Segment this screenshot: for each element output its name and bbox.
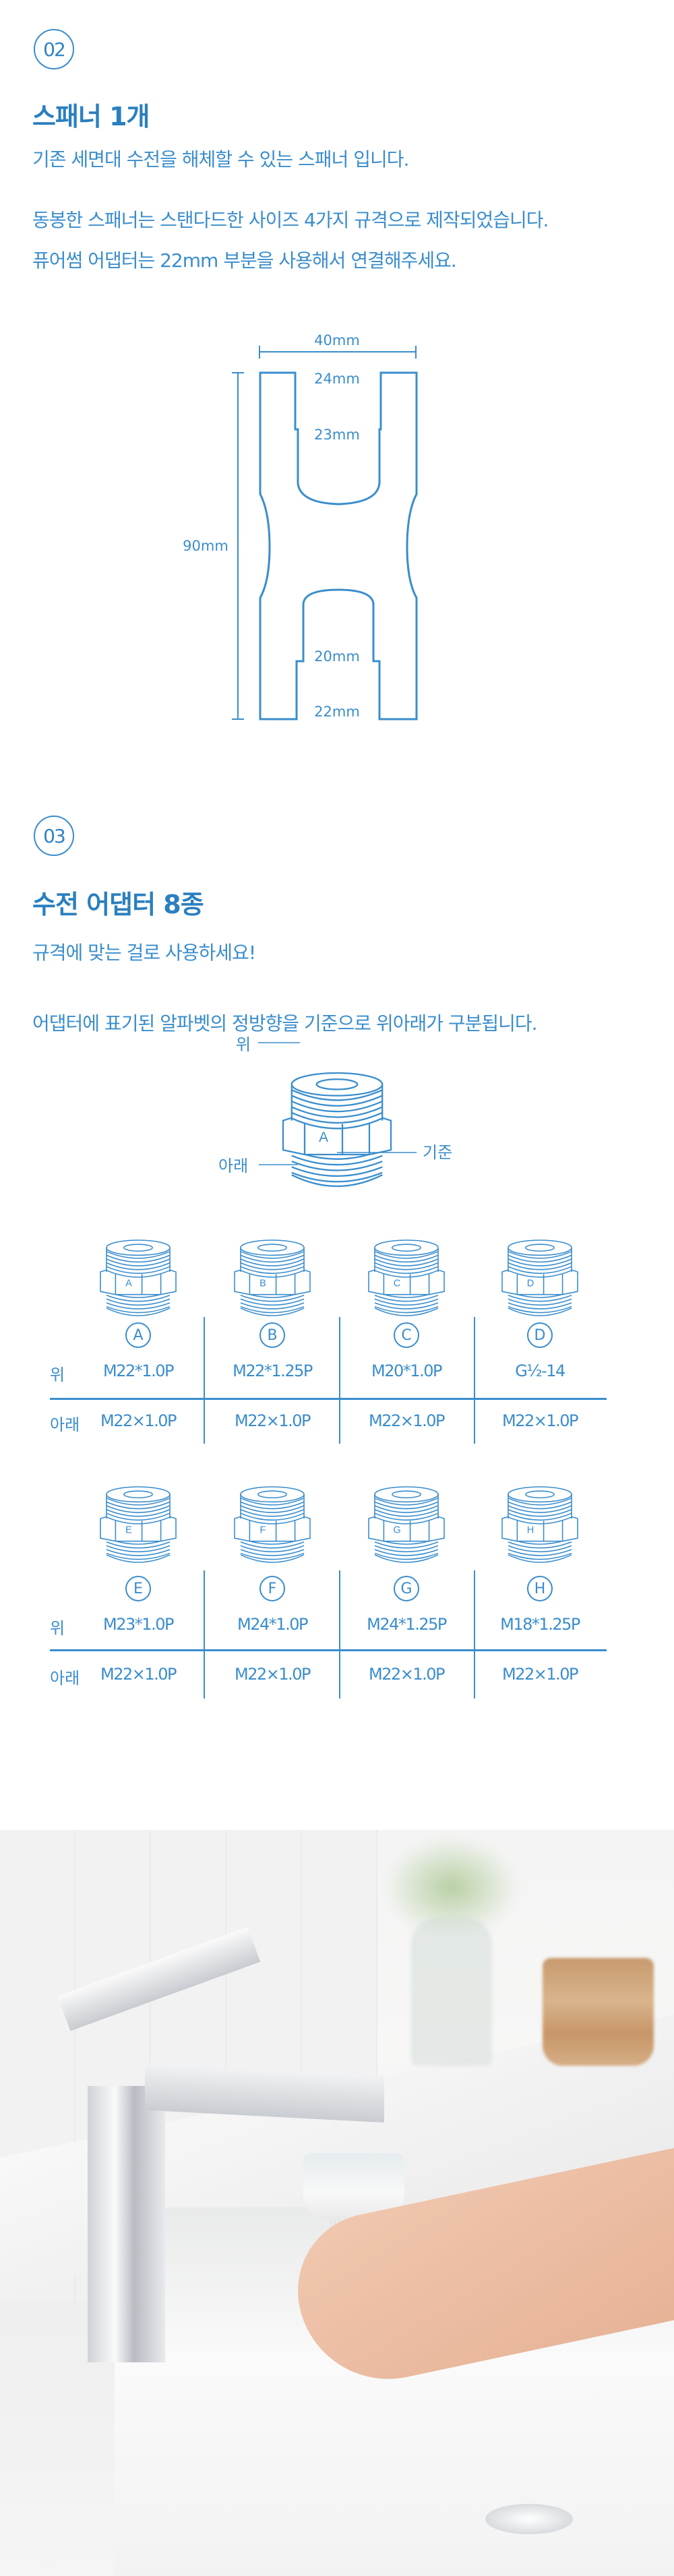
- row-label-bottom: 아래: [50, 1669, 80, 1688]
- adapter-bottom-spec: M22×1.0P: [100, 1411, 177, 1430]
- adapter-illustration: A: [100, 1239, 177, 1316]
- adapter-illustration: C: [368, 1239, 445, 1316]
- description-line: 동봉한 스패너는 스탠다드한 사이즈 4가지 규격으로 제작되었습니다.: [32, 209, 549, 231]
- dimension-width-label: 40mm: [314, 332, 360, 348]
- adapter-letter: E: [133, 1580, 143, 1597]
- adapter-letter-badge: A: [125, 1322, 151, 1348]
- adapter-top-spec: M18*1.25P: [500, 1615, 580, 1634]
- spanner-diagram: [232, 346, 418, 720]
- adapter-illustrations: A B C D E F G H: [100, 1239, 578, 1563]
- adapter-bottom-spec: M22×1.0P: [100, 1665, 177, 1684]
- adapter-engraved-letter: D: [527, 1278, 534, 1289]
- adapter-letter-badge: D: [527, 1322, 553, 1348]
- description-line: 규격에 맞는 걸로 사용하세요!: [32, 942, 256, 964]
- adapter-top-spec: M24*1.0P: [237, 1615, 308, 1634]
- column-divider: [474, 1570, 475, 1698]
- dimension-bottom-outer-label: 22mm: [314, 704, 360, 720]
- dimension-height-label: 90mm: [183, 538, 228, 554]
- row-label-top: 위: [50, 1366, 65, 1384]
- adapter-top-spec: M24*1.25P: [367, 1615, 447, 1634]
- adapter-letter: A: [133, 1326, 144, 1344]
- adapter-top-spec: M22*1.0P: [103, 1361, 174, 1380]
- wooden-cup: [543, 1958, 654, 2066]
- adapter-engraved-letter: E: [125, 1525, 132, 1535]
- adapter-letter-badge: G: [394, 1576, 419, 1601]
- adapter-bottom-spec: M22×1.0P: [369, 1411, 446, 1430]
- adapter-bottom-spec: M22×1.0P: [369, 1665, 446, 1684]
- description-line: 기존 세면대 수전을 해체할 수 있는 스패너 입니다.: [32, 148, 409, 171]
- adapter-engraved-letter: G: [393, 1525, 400, 1535]
- row-label-top: 위: [50, 1619, 65, 1638]
- adapter-letter: F: [268, 1580, 277, 1597]
- legend-top-label: 위: [236, 1035, 251, 1054]
- adapter-top-spec: M23*1.0P: [103, 1615, 174, 1634]
- adapter-letter-badge: B: [259, 1322, 285, 1348]
- adapter-top-spec: M22*1.25P: [233, 1361, 313, 1380]
- column-divider: [339, 1317, 340, 1444]
- adapter-engraved-letter: C: [394, 1278, 401, 1289]
- adapter-engraved-letter: F: [260, 1525, 266, 1535]
- adapter-legend-diagram: A: [258, 1042, 417, 1188]
- adapter-letter: C: [401, 1326, 412, 1344]
- adapter-engraved-letter: A: [319, 1130, 328, 1145]
- adapter-illustration: H: [501, 1486, 578, 1563]
- legend-reference-label: 기준: [423, 1143, 453, 1162]
- row-label-bottom: 아래: [50, 1415, 80, 1434]
- description-line: 퓨어썸 어댑터는 22mm 부분을 사용해서 연결해주세요.: [32, 249, 457, 272]
- section-number-badge: 03: [34, 816, 74, 856]
- adapter-engraved-letter: A: [125, 1278, 132, 1289]
- adapter-bottom-spec: M22×1.0P: [502, 1411, 579, 1430]
- section-number: 03: [43, 824, 66, 847]
- faucet-body: [88, 2086, 165, 2362]
- section-number-badge: 02: [34, 29, 74, 69]
- adapter-bottom-spec: M22×1.0P: [502, 1665, 579, 1684]
- section-title: 수전 어댑터 8종: [32, 890, 204, 919]
- adapter-illustration: E: [100, 1486, 177, 1563]
- adapter-illustration: B: [234, 1239, 311, 1316]
- adapter-letter-badge: H: [527, 1576, 553, 1601]
- table-divider: [50, 1649, 607, 1651]
- section-title: 스패너 1개: [32, 102, 150, 131]
- spanner-outline: [259, 371, 418, 720]
- column-divider: [474, 1317, 475, 1444]
- table-divider: [50, 1398, 607, 1400]
- column-divider: [339, 1570, 340, 1698]
- legend-bottom-label: 아래: [218, 1157, 249, 1175]
- drain: [485, 2504, 573, 2534]
- column-divider: [204, 1317, 205, 1444]
- adapter-letter-badge: E: [125, 1576, 151, 1601]
- adapter-letter-badge: C: [394, 1322, 419, 1348]
- adapter-illustration: G: [368, 1486, 445, 1563]
- adapter-engraved-letter: B: [259, 1278, 266, 1289]
- adapter-illustration: A: [282, 1072, 392, 1188]
- adapter-letter: B: [267, 1326, 278, 1344]
- description-line: 어댑터에 표기된 알파벳의 정방향을 기준으로 위아래가 구분됩니다.: [32, 1012, 538, 1035]
- adapter-letter-badge: F: [259, 1576, 285, 1601]
- column-divider: [204, 1570, 205, 1698]
- adapter-illustration: D: [501, 1239, 578, 1316]
- adapter-top-spec: G½-14: [515, 1361, 565, 1380]
- adapter-top-spec: M20*1.0P: [371, 1361, 442, 1380]
- dimension-top-outer-label: 24mm: [314, 371, 360, 387]
- adapter-letter: G: [400, 1580, 412, 1597]
- adapter-bottom-spec: M22×1.0P: [235, 1665, 311, 1684]
- adapter-letter: H: [534, 1580, 546, 1597]
- section-number: 02: [43, 38, 66, 61]
- dimension-top-inner-label: 23mm: [314, 427, 360, 443]
- adapter-engraved-letter: H: [527, 1525, 534, 1535]
- adapter-illustration: F: [234, 1486, 311, 1563]
- dimension-bottom-inner-label: 20mm: [314, 648, 360, 665]
- glass-vase: [411, 1918, 492, 2066]
- adapter-bottom-spec: M22×1.0P: [235, 1411, 311, 1430]
- product-photo-faucet-handwash: [0, 1830, 674, 2576]
- adapter-letter: D: [534, 1326, 546, 1344]
